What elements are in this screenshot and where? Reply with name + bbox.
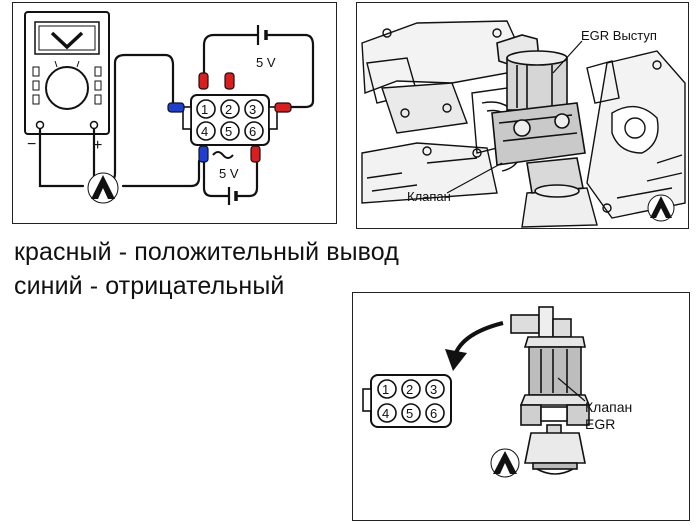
- probe-tips: [167, 72, 292, 163]
- leader-line: [557, 377, 586, 402]
- minus-terminal-label: −: [27, 136, 36, 153]
- probe-positive-pin-2: [224, 72, 235, 90]
- connector-pin-4: 4: [201, 124, 208, 139]
- probe-positive-pin-3: [274, 102, 292, 113]
- legend-blue-negative: синий - отрицательный: [14, 272, 285, 300]
- engine-valve-label: Клапан: [407, 189, 451, 204]
- connector-pin-2: 2: [225, 102, 232, 117]
- connector-pin-3: 3: [249, 102, 256, 117]
- multimeter-wiring-panel: − + 5 V 5 V: [12, 2, 337, 224]
- engine-egr-location-panel: EGR Выступ Клапан: [356, 2, 689, 229]
- brand-logo-icon: [87, 172, 119, 204]
- arrow-icon: [445, 321, 504, 371]
- battery-icon-bottom: [227, 187, 238, 205]
- probe-negative-pin-5: [198, 145, 209, 163]
- valve-pin-5: 5: [406, 406, 413, 421]
- brand-logo-icon: [647, 194, 675, 222]
- egr-valve-label-line-1: Клапан: [585, 399, 632, 415]
- legend-red-positive: красный - положительный вывод: [14, 238, 399, 266]
- egr-valve-side-drawing: [510, 306, 591, 475]
- plus-terminal-label: +: [93, 137, 102, 154]
- top-battery-voltage: 5 V: [256, 55, 276, 70]
- connector-pin-5: 5: [225, 124, 232, 139]
- egr-valve-drawing: [491, 34, 586, 198]
- connector-face: [362, 374, 452, 428]
- multimeter-wiring-diagram: − + 5 V 5 V: [24, 11, 315, 205]
- valve-pin-6: 6: [430, 406, 437, 421]
- brand-logo-icon: [490, 448, 520, 478]
- leader-lines: [446, 40, 583, 194]
- egr-boss-label: EGR Выступ: [581, 28, 657, 43]
- valve-pin-2: 2: [406, 382, 413, 397]
- multimeter-icon: [24, 11, 110, 135]
- engine-drawing: EGR Выступ Клапан: [361, 20, 686, 228]
- valve-pin-1: 1: [382, 382, 389, 397]
- connector-pin-6: 6: [249, 124, 256, 139]
- egr-valve-connector-panel: 1 2 3 4 5 6 Клапан EGR: [352, 292, 690, 521]
- ac-symbol-icon: [212, 151, 234, 159]
- probe-negative-pin-1: [167, 102, 185, 113]
- probe-positive-pin-6: [250, 145, 261, 163]
- egr-valve-label-line-2: EGR: [585, 416, 615, 432]
- probe-positive-pin-1: [198, 72, 209, 90]
- valve-pin-4: 4: [382, 406, 389, 421]
- connector-pin-1: 1: [201, 102, 208, 117]
- six-pin-connector: [182, 94, 278, 146]
- egr-valve-connector-diagram: 1 2 3 4 5 6 Клапан EGR: [362, 306, 632, 478]
- valve-pin-3: 3: [430, 382, 437, 397]
- engine-block-drawing: [361, 20, 686, 228]
- bottom-battery-voltage: 5 V: [219, 166, 239, 181]
- battery-icon-top: [256, 25, 268, 45]
